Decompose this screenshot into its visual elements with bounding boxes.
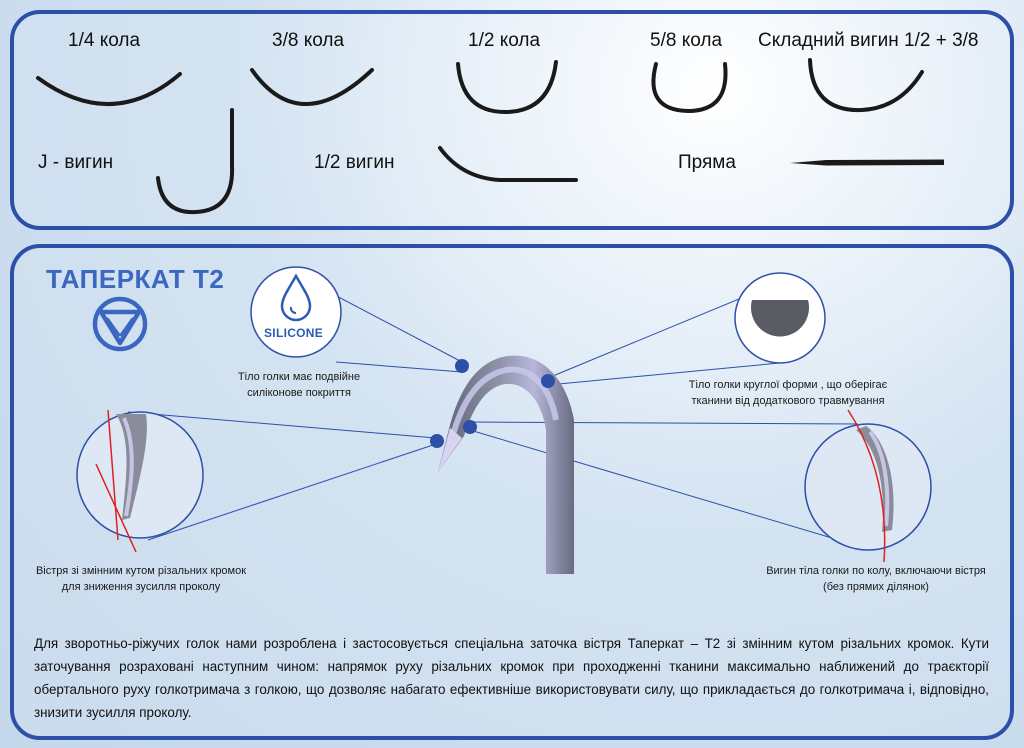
five-eighths-circle-needle-icon — [651, 62, 728, 114]
shape-label-three-eighths-circle: 3/8 кола — [272, 30, 345, 51]
shape-label-quarter-circle: 1/4 кола — [68, 30, 141, 51]
straight-needle-icon — [790, 159, 944, 166]
shape-label-five-eighths-circle: 5/8 кола — [650, 30, 723, 51]
silicone-badge-icon — [250, 266, 342, 358]
round-cross-section-icon — [734, 272, 826, 364]
half-circle-needle-icon — [456, 60, 558, 115]
caption-round-body: Тіло голки круглої форми , що оберігає т… — [688, 379, 888, 407]
dot-tip — [430, 434, 444, 448]
drop-icon — [280, 273, 312, 322]
dot-round-body — [541, 374, 555, 388]
caption-silicone-coating: Тіло голки має подвійне силіконове покри… — [237, 371, 361, 399]
shape-label-compound-curve: Складний вигин 1/2 + 3/8 — [758, 30, 979, 51]
curve-detail-icon — [804, 409, 932, 563]
shape-label-j-curve: J - вигин — [38, 152, 114, 173]
quarter-circle-needle-icon — [36, 72, 182, 106]
needle-illustration — [438, 355, 574, 574]
silicone-badge-label: SILICONE — [264, 326, 324, 340]
dot-curve — [463, 420, 477, 434]
tip-detail-icon — [76, 409, 204, 553]
caption-tip: Вістря зі змінним кутом різальних кромок… — [35, 565, 247, 593]
shape-label-straight: Пряма — [678, 152, 736, 173]
dot-silicone — [455, 359, 469, 373]
description-paragraph: Для зворотньо-ріжучих голок нами розробл… — [34, 636, 989, 721]
needle-shapes-panel — [10, 10, 1014, 230]
caption-curve: Вигин тіла голки по колу, включаючи віст… — [766, 565, 986, 593]
compound-curve-needle-icon — [808, 58, 924, 113]
shape-label-half-curve: 1/2 вигин — [314, 152, 395, 173]
three-eighths-circle-needle-icon — [250, 68, 374, 106]
callout-dots — [430, 359, 555, 448]
brand-title: ТАПЕРКАТ Т2 — [46, 264, 225, 294]
j-curve-needle-icon — [156, 108, 235, 215]
half-curve-needle-icon — [438, 146, 578, 182]
shape-label-half-circle: 1/2 кола — [468, 30, 541, 51]
triangle-down-circle-icon — [92, 296, 148, 352]
